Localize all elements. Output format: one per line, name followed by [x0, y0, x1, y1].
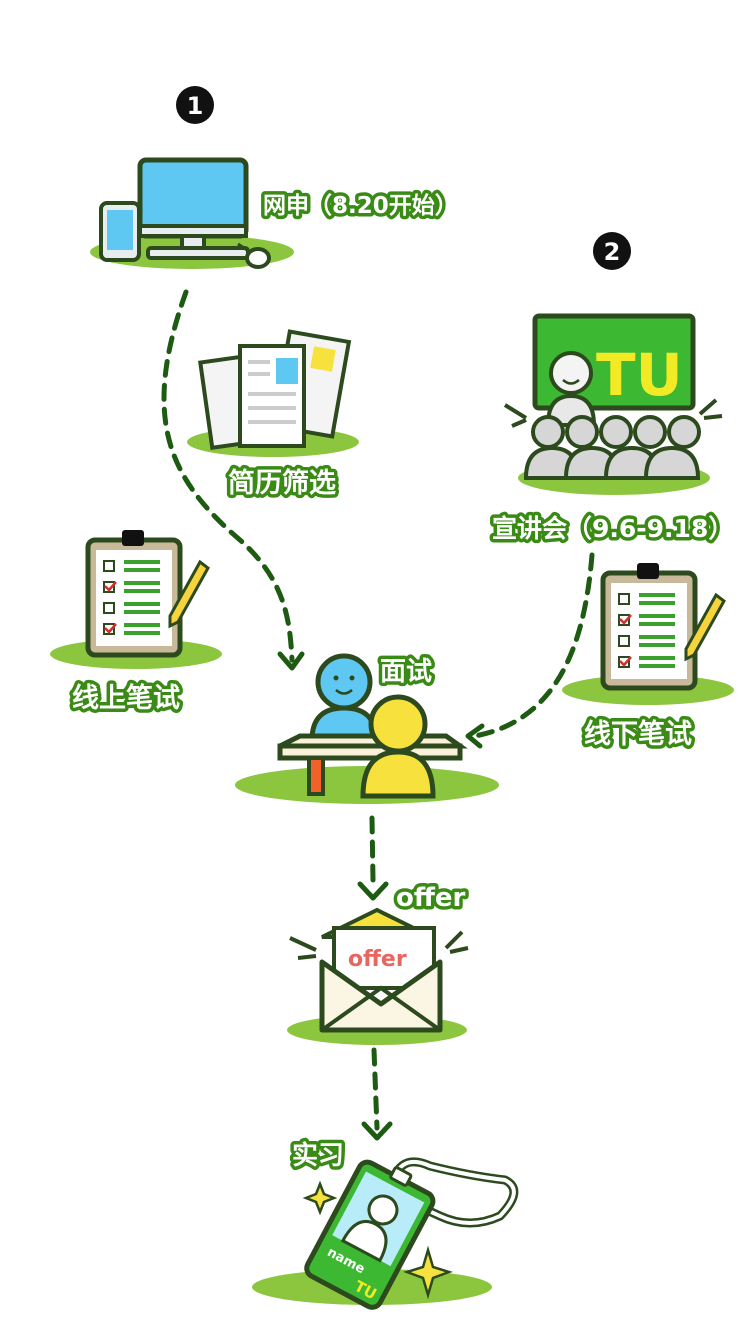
- connector-session-to-interview: [472, 552, 595, 739]
- label-offer: offer: [396, 883, 466, 913]
- label-online-apply: 网申（8.20开始）: [263, 192, 458, 219]
- label-resume-screening: 简历筛选: [228, 467, 336, 499]
- connector-offer-to-internship: [371, 1047, 380, 1131]
- step-number-1: 1: [187, 92, 204, 120]
- label-internship: 实习: [292, 1140, 344, 1171]
- label-online-test: 线上笔试: [72, 682, 180, 714]
- connector-apply-to-interview: [161, 289, 295, 663]
- online-test-clipboard-icon: [50, 530, 222, 669]
- arrowhead-to-interview-left: [277, 651, 305, 671]
- computer-icon: [90, 157, 294, 269]
- connector-interview-to-offer: [369, 815, 376, 883]
- connectors: [161, 289, 595, 1131]
- info-session-icon: TU: [503, 313, 723, 495]
- label-interview: 面试: [380, 657, 432, 687]
- internship-badge-icon: name TU: [252, 1157, 519, 1310]
- offer-envelope-icon: offer: [287, 907, 469, 1045]
- envelope-offer-text: offer: [348, 947, 407, 972]
- resume-papers-icon: [187, 329, 359, 457]
- label-offline-test: 线下笔试: [584, 718, 692, 750]
- arrowheads: [277, 651, 485, 1141]
- step-badge-1: 1: [176, 86, 214, 124]
- arrowhead-to-interview-right: [465, 723, 485, 749]
- board-logo: TU: [596, 341, 683, 409]
- label-info-session: 宣讲会（9.6-9.18）: [492, 514, 733, 543]
- step-number-2: 2: [604, 238, 621, 266]
- arrowhead-to-offer: [357, 881, 389, 901]
- arrowhead-to-internship: [361, 1121, 393, 1141]
- step-badge-2: 2: [593, 232, 631, 270]
- offline-test-clipboard-icon: [562, 563, 734, 705]
- interview-icon: [235, 653, 499, 804]
